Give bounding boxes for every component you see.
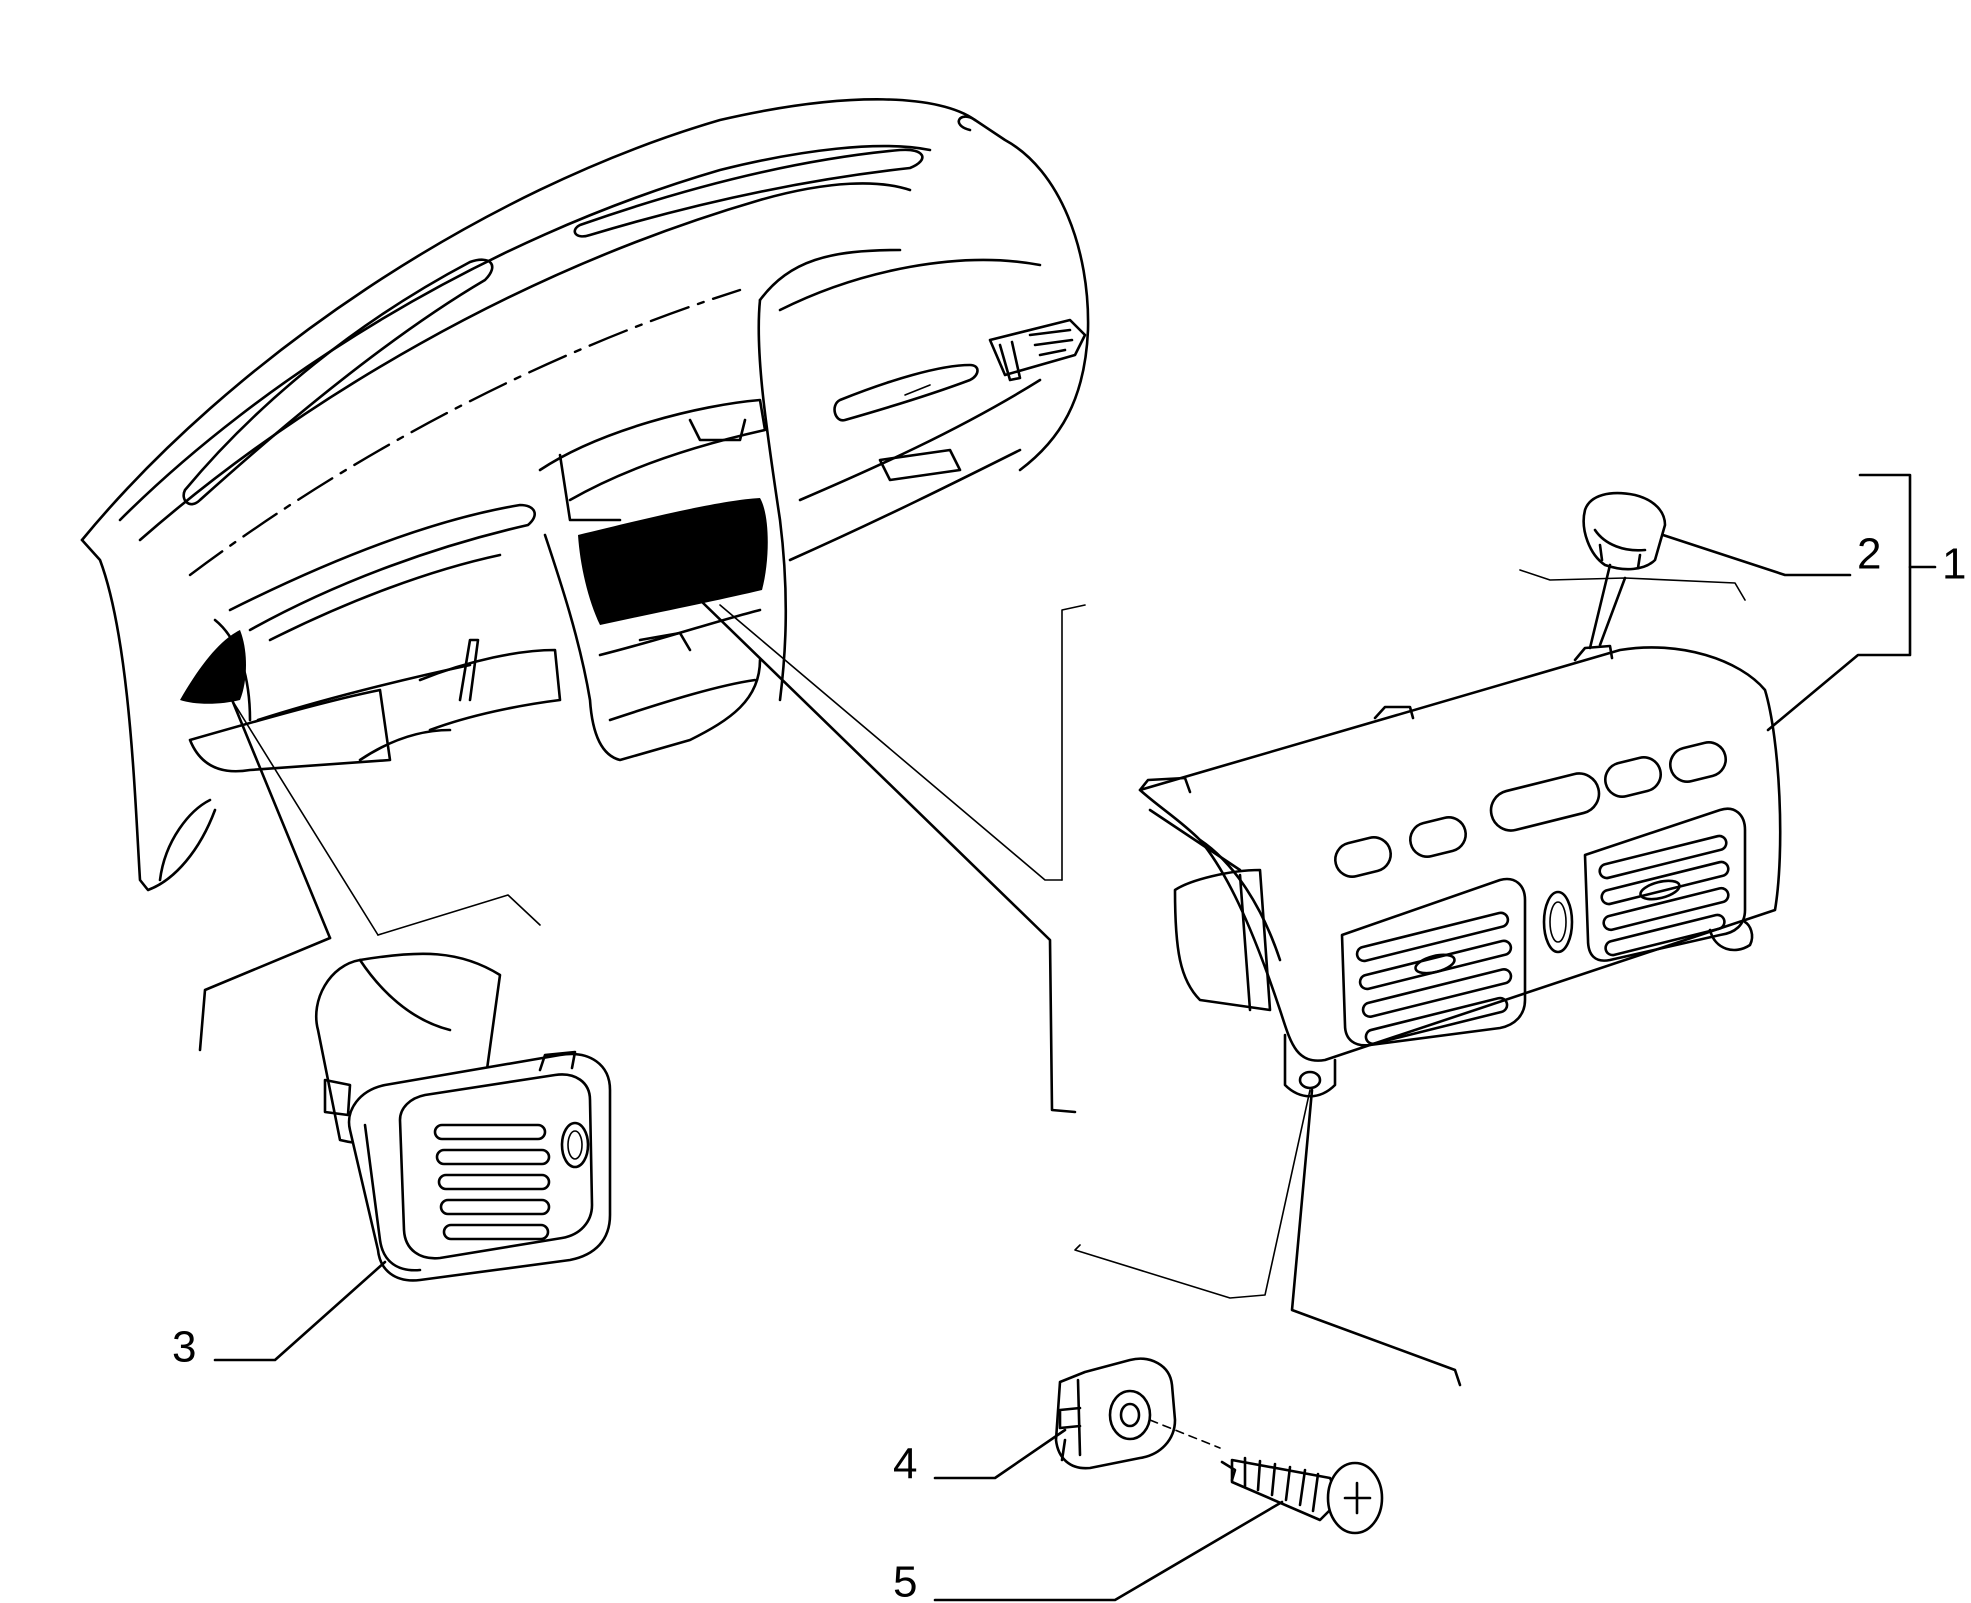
callout-label-5: 5 [893,1558,917,1603]
dashboard-assembly [80,98,1090,1114]
central-vent-assembly-part-1 [1074,644,1782,1387]
callout-label-1: 1 [1942,540,1966,589]
side-air-vent-part-3 [213,952,612,1362]
screw-part-5 [933,1456,1384,1602]
clip-part-2 [1519,491,1852,650]
callout-label-2: 2 [1857,530,1881,579]
callout-label-3: 3 [172,1323,196,1372]
callout-label-4: 4 [893,1440,917,1489]
callout-labels: 1 2 3 4 5 [172,530,1966,1603]
speed-nut-part-4 [933,1357,1221,1480]
callout-bracket-1 [1766,473,1937,732]
